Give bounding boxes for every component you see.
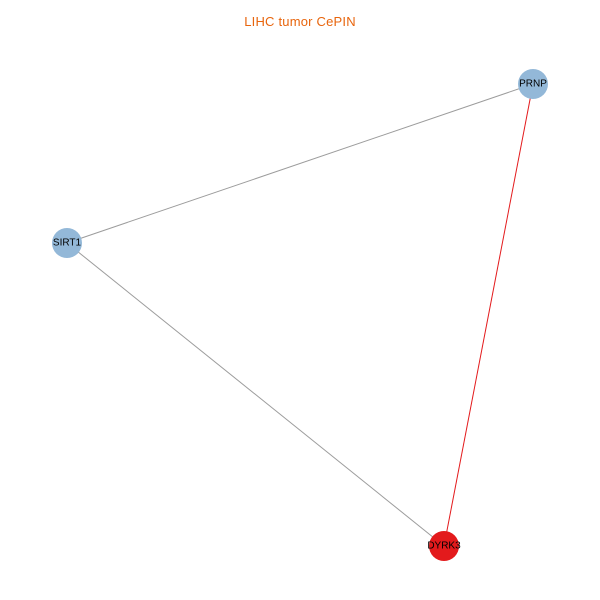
node-PRNP (518, 69, 548, 99)
node-SIRT1 (52, 228, 82, 258)
edge-SIRT1-DYRK3 (66, 242, 445, 547)
edge-SIRT1-PRNP (66, 83, 534, 244)
node-DYRK3 (429, 531, 459, 561)
edge-PRNP-DYRK3 (443, 83, 534, 547)
plot-title: LIHC tumor CePIN (244, 14, 356, 29)
